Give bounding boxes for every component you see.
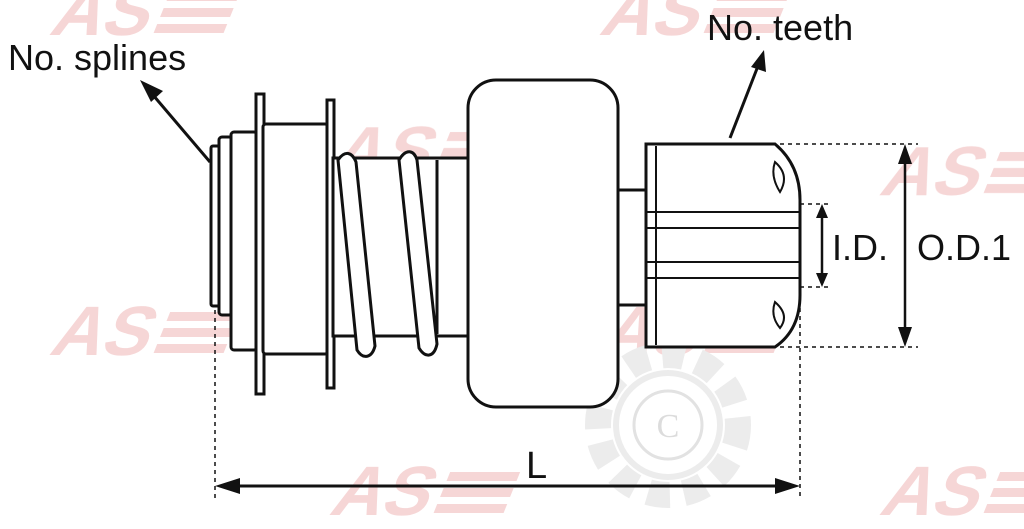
splines-leader xyxy=(151,94,212,163)
svg-text:AS: AS xyxy=(592,0,721,50)
od-arrow-bottom xyxy=(898,327,912,347)
gear-copyright-watermark: C xyxy=(585,342,751,508)
watermark-as-logo: AS xyxy=(42,0,241,50)
outer-diameter-label: O.D.1 xyxy=(917,227,1012,268)
teeth-label: No. teeth xyxy=(707,7,854,48)
helical-spring xyxy=(336,150,439,358)
starter-drive-part xyxy=(209,78,802,409)
dimension-lines xyxy=(151,65,918,498)
id-arrow-bottom xyxy=(816,273,828,287)
watermark-as-logo: AS xyxy=(872,453,1024,529)
spline-hub xyxy=(209,130,259,352)
id-arrow-top xyxy=(816,204,828,218)
pinion-teeth xyxy=(644,142,802,349)
flange-plates xyxy=(254,92,336,396)
arrowheads xyxy=(140,50,912,494)
teeth-leader xyxy=(728,65,760,139)
splines-label: No. splines xyxy=(8,37,187,78)
length-label: L xyxy=(526,445,548,487)
shaft-neck xyxy=(616,188,648,307)
inner-diameter-label: I.D. xyxy=(832,227,889,268)
svg-text:AS: AS xyxy=(322,453,451,524)
length-arrow-right xyxy=(775,478,800,494)
watermark-as-logo: AS xyxy=(322,453,521,529)
svg-text:C: C xyxy=(657,408,680,445)
splines-arrowhead xyxy=(140,80,163,102)
od-arrow-top xyxy=(898,144,912,164)
svg-text:AS: AS xyxy=(42,293,171,371)
gear-housing xyxy=(466,78,620,409)
teeth-arrowhead xyxy=(751,50,766,72)
svg-text:AS: AS xyxy=(872,453,1001,524)
svg-text:AS: AS xyxy=(872,133,1001,211)
length-arrow-left xyxy=(215,478,240,494)
